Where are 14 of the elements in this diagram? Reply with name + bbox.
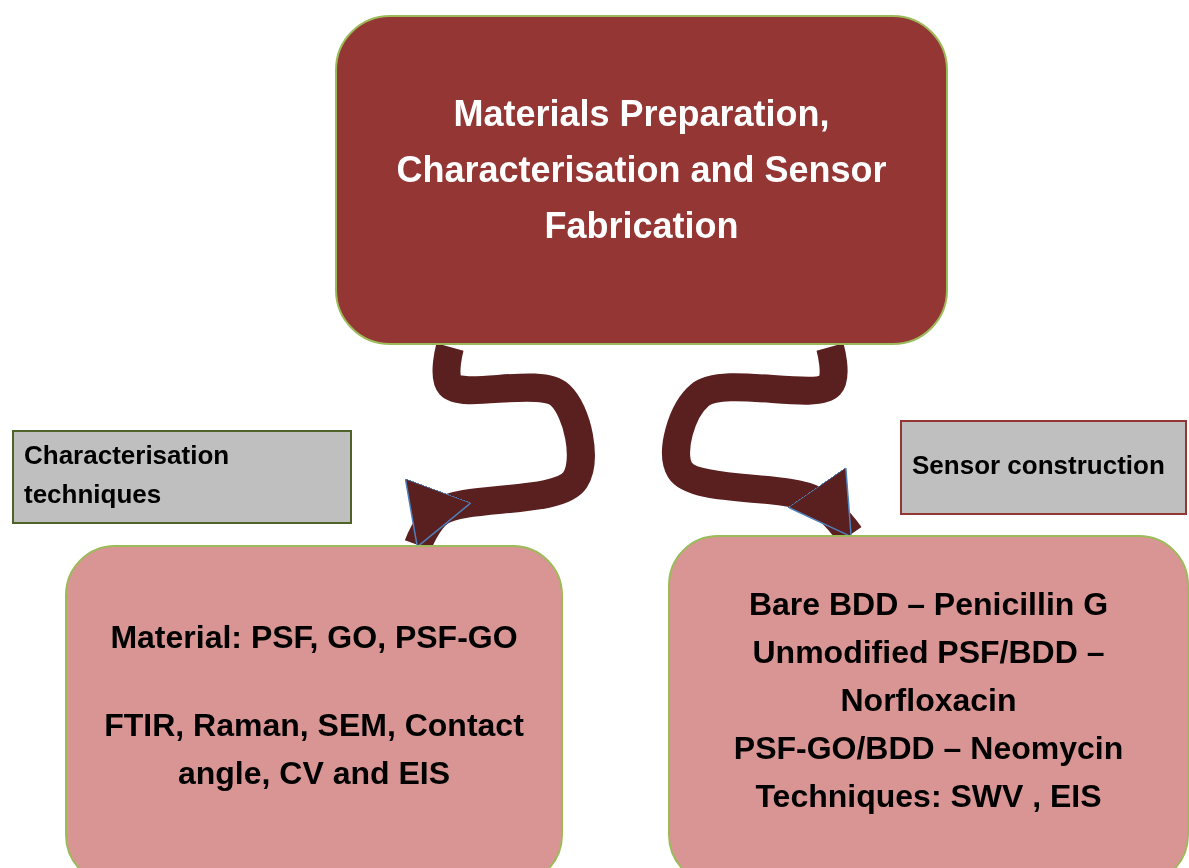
content-box (65, 545, 563, 868)
box-label: Sensor construction (912, 449, 1166, 482)
box-label: Materials Preparation, Characterisation and Sensor Fabrication (395, 92, 888, 248)
label-box (12, 430, 352, 524)
item-text: Unmodified PSF/BDD – Norfloxacin (751, 633, 1106, 720)
item-text: Material: PSF, GO, PSF-GO (109, 618, 519, 657)
item-text: Techniques: SWV , EIS (754, 777, 1103, 816)
content-box (668, 535, 1189, 868)
label-box (900, 420, 1187, 515)
main-box (335, 15, 948, 345)
box-label: Characterisation techniques (24, 439, 231, 511)
item-text: FTIR, Raman, SEM, Contact angle, CV and EIS (103, 706, 525, 793)
item-text: PSF-GO/BDD – Neomycin (732, 729, 1125, 768)
item-text: Bare BDD – Penicillin G (747, 585, 1110, 624)
